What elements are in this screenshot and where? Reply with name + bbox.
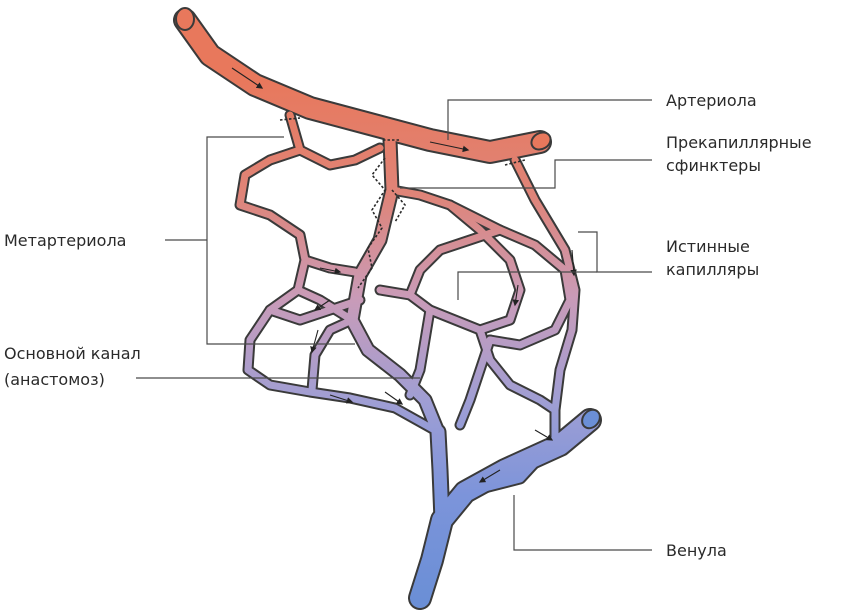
leader-sphincters [555, 160, 652, 173]
label-true-capillaries-line1: Истинные [666, 237, 750, 256]
vessel-fills [176, 8, 604, 598]
leader-capillaries [578, 232, 652, 272]
label-arteriole: Артериола [666, 91, 757, 110]
arteriole-end-cap [176, 8, 194, 30]
vessel-outlines [185, 20, 590, 598]
label-precapillary-sphincters-line1: Прекапиллярные [666, 133, 812, 152]
label-metarteriole: Метартериола [4, 231, 126, 250]
label-precapillary-sphincters-line2: сфинктеры [666, 156, 761, 175]
leader-arteriole [448, 100, 652, 140]
label-main-channel-line1: Основной канал [4, 344, 141, 363]
label-main-channel-line2: (анастомоз) [4, 370, 105, 389]
labels: Артериола Прекапиллярные сфинктеры Истин… [4, 91, 812, 560]
leader-venule [514, 495, 652, 550]
label-true-capillaries-line2: капилляры [666, 260, 759, 279]
label-venule: Венула [666, 541, 727, 560]
